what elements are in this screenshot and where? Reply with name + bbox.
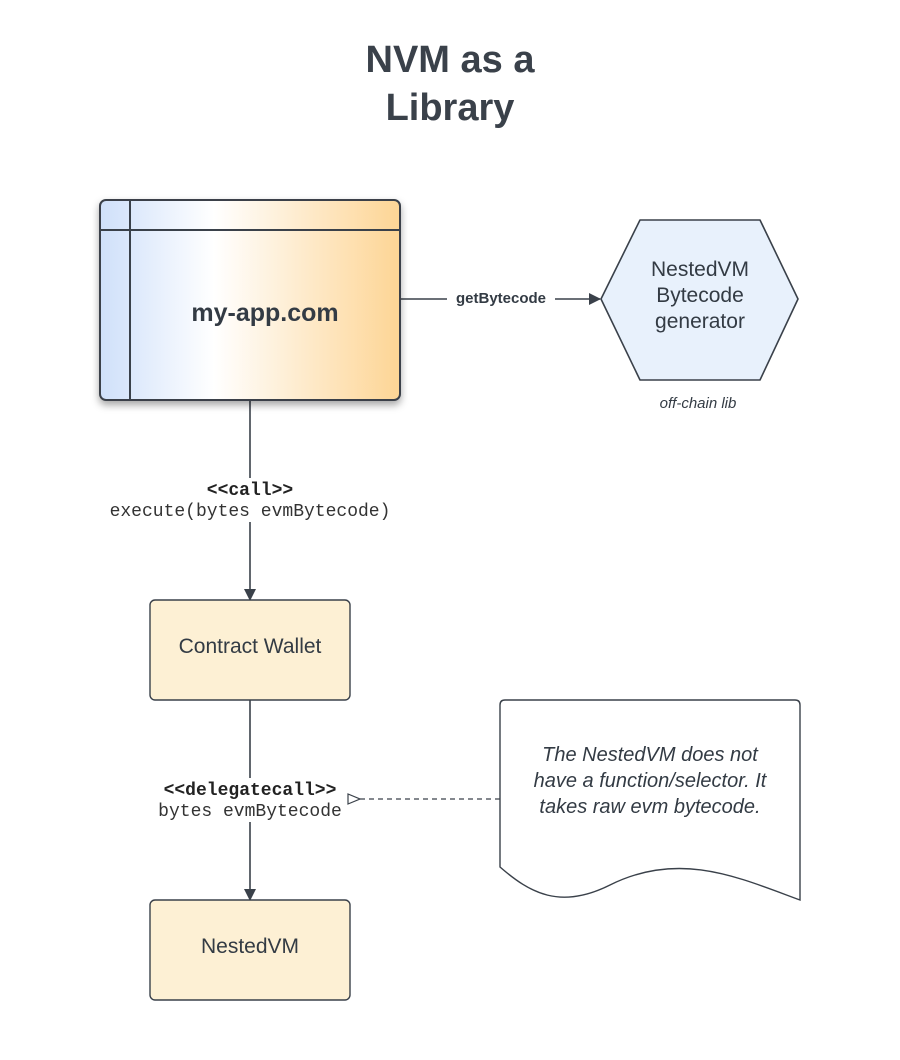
app-window-label: my-app.com <box>191 299 338 327</box>
note-node: The NestedVM does not have a function/se… <box>499 699 801 902</box>
note-text-line3: takes raw evm bytecode. <box>539 796 760 818</box>
diagram-title-line2: Library <box>386 87 515 129</box>
edge-call-signature: execute(bytes evmBytecode) <box>110 502 391 522</box>
nestedvm-box <box>149 899 351 1001</box>
contract-wallet-node: Contract Wallet <box>149 599 351 701</box>
edge-delegatecall-label-bg <box>146 778 356 822</box>
edge-call-label-bg <box>92 478 408 522</box>
note-text-line2: have a function/selector. It <box>534 770 768 792</box>
contract-wallet-box <box>149 599 351 701</box>
edge-get-bytecode-label: getBytecode <box>456 290 546 307</box>
contract-wallet-label: Contract Wallet <box>179 635 322 658</box>
edge-call-stereotype: <<call>> <box>207 481 293 501</box>
nestedvm-node: NestedVM <box>149 899 351 1001</box>
generator-label-line1: NestedVM <box>651 258 749 281</box>
generator-node: NestedVM Bytecode generator off-chain li… <box>600 219 799 412</box>
nestedvm-label: NestedVM <box>201 935 299 958</box>
generator-label-line3: generator <box>655 310 745 333</box>
edge-delegatecall-stereotype: <<delegatecall>> <box>164 781 337 801</box>
generator-label-line2: Bytecode <box>656 284 744 307</box>
edge-get-bytecode-label-bg <box>447 289 555 307</box>
note-shape <box>499 699 801 902</box>
generator-caption: off-chain lib <box>660 395 737 412</box>
app-window-node: my-app.com <box>99 199 401 401</box>
note-text-line1: The NestedVM does not <box>542 744 759 766</box>
generator-hexagon <box>600 219 799 381</box>
edge-delegatecall-signature: bytes evmBytecode <box>158 802 342 822</box>
app-window-frame <box>99 199 401 401</box>
diagram-title-line1: NVM as a <box>366 39 536 81</box>
